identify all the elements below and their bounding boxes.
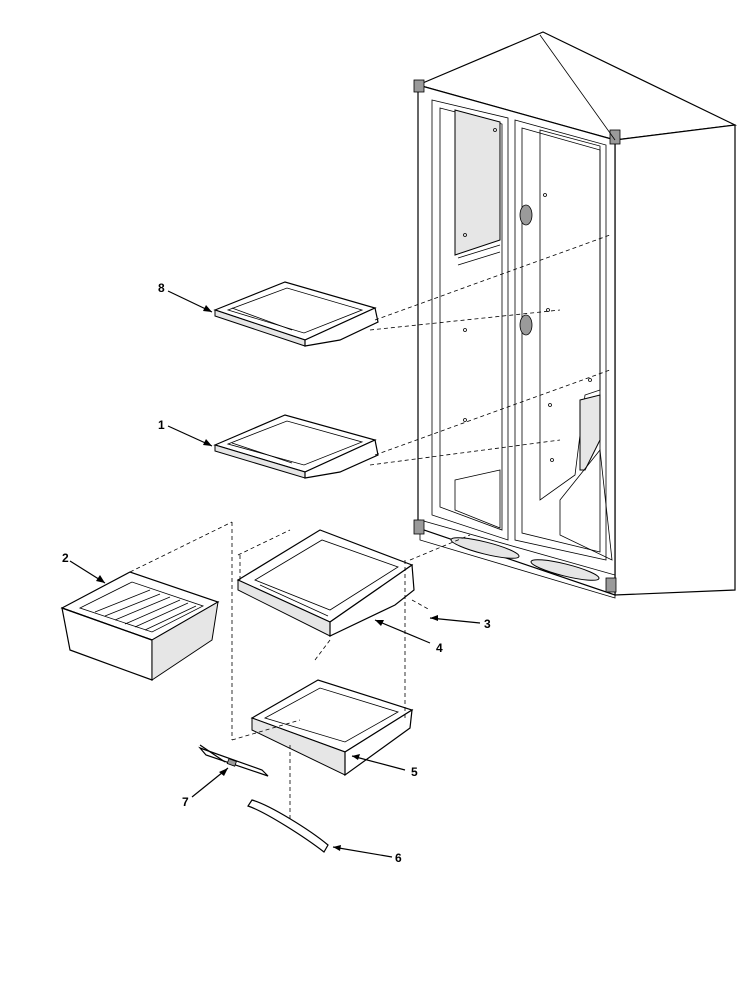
callout-7: 7	[182, 795, 189, 809]
callout-8: 8	[158, 281, 165, 295]
part-1-shelf	[213, 414, 379, 479]
callout-leaders	[69, 290, 481, 858]
callout-4: 4	[436, 641, 443, 655]
callout-6: 6	[395, 851, 402, 865]
part-7-slide	[198, 744, 269, 777]
callout-labels: 8 1 2 3 4 5 6 7	[62, 281, 491, 865]
part-6-rail	[247, 799, 329, 853]
part-8-shelf	[213, 281, 379, 347]
refrigerator-cabinet	[413, 31, 738, 599]
alignment-lines	[129, 234, 611, 820]
callout-1: 1	[158, 418, 165, 432]
callout-3: 3	[484, 617, 491, 631]
callout-2: 2	[62, 551, 69, 565]
part-2-crisper-pan	[60, 571, 220, 681]
part-4-pan-cover	[236, 529, 415, 637]
callout-5: 5	[411, 765, 418, 779]
part-5-drawer-frame	[250, 679, 414, 777]
